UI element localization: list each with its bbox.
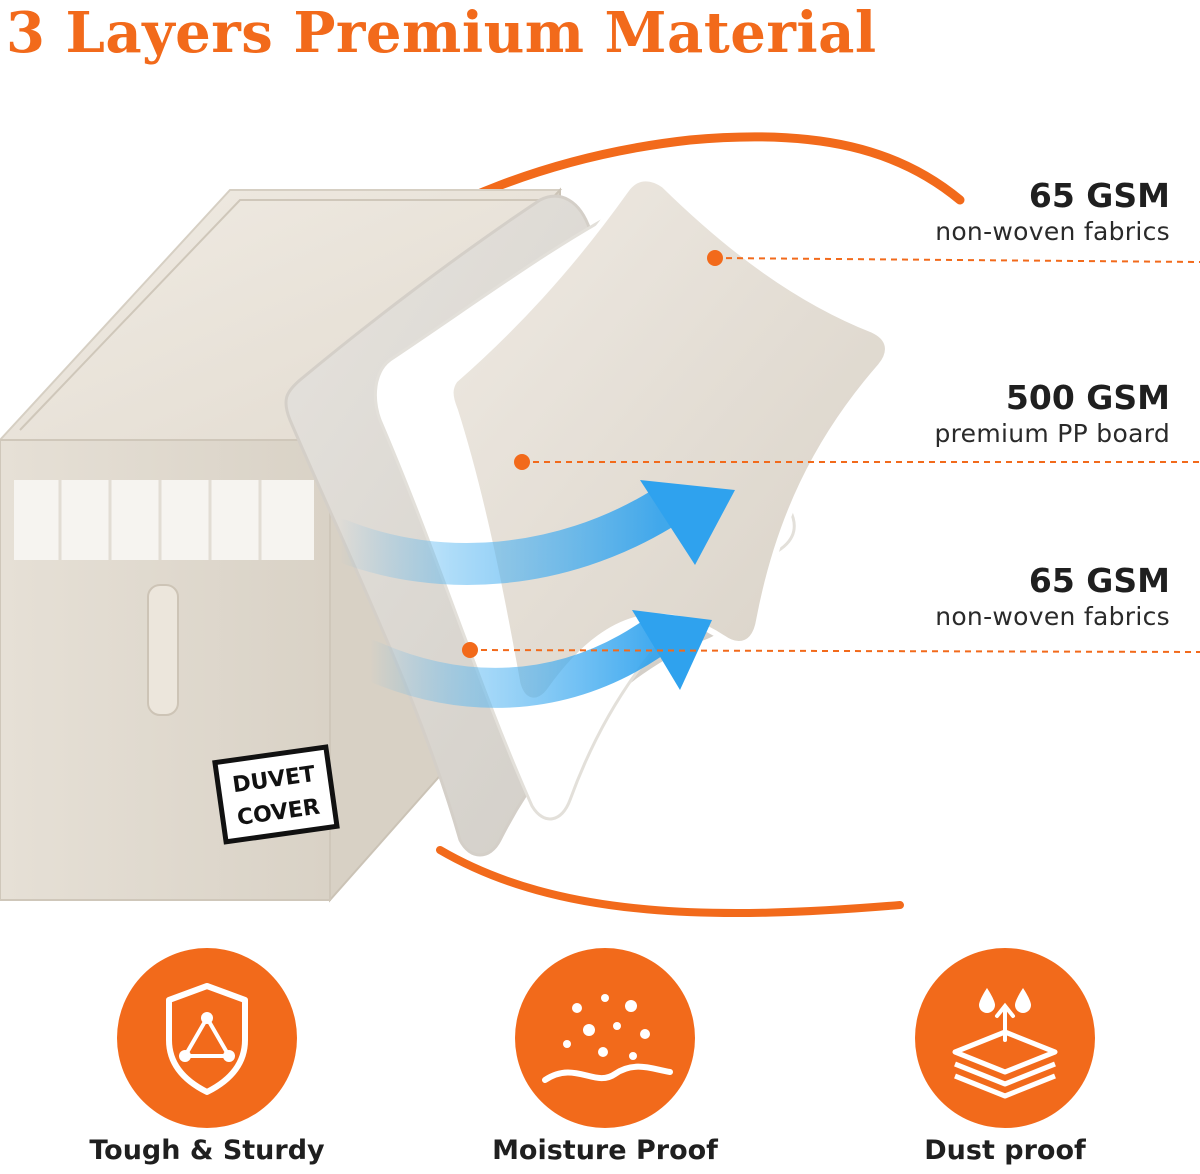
- layer-spec-middle: 500 GSM premium PP board: [934, 378, 1170, 450]
- page-title: 3 Layers Premium Material: [6, 0, 877, 66]
- feature-tough-sturdy: [117, 948, 297, 1128]
- feature-dust-proof: [915, 948, 1095, 1128]
- layer-material: non-woven fabrics: [935, 217, 1170, 246]
- layer-material: non-woven fabrics: [935, 602, 1170, 631]
- feature-moisture-proof: [515, 948, 695, 1128]
- layer-gsm: 500 GSM: [1005, 378, 1170, 417]
- leader-lines: [462, 250, 1200, 658]
- layer-material: premium PP board: [934, 419, 1170, 448]
- feature-label-moisture: Moisture Proof: [492, 1135, 718, 1166]
- airflow-arrows: [319, 480, 735, 708]
- layer-gsm: 65 GSM: [1028, 176, 1170, 215]
- layer-panels: [284, 175, 891, 857]
- feature-label-tough: Tough & Sturdy: [89, 1135, 325, 1166]
- duvet-cover-label: [212, 744, 340, 845]
- moisture-dots-icon: [515, 948, 695, 1128]
- accent-arc-lower: [436, 846, 904, 917]
- layer-spec-outer: 65 GSM non-woven fabrics: [935, 176, 1170, 248]
- feature-label-dust: Dust proof: [924, 1135, 1086, 1166]
- layer-spec-inner: 65 GSM non-woven fabrics: [935, 561, 1170, 633]
- shield-triangle-icon: [117, 948, 297, 1128]
- layered-water-drops-icon: [915, 948, 1095, 1128]
- layer-gsm: 65 GSM: [1028, 561, 1170, 600]
